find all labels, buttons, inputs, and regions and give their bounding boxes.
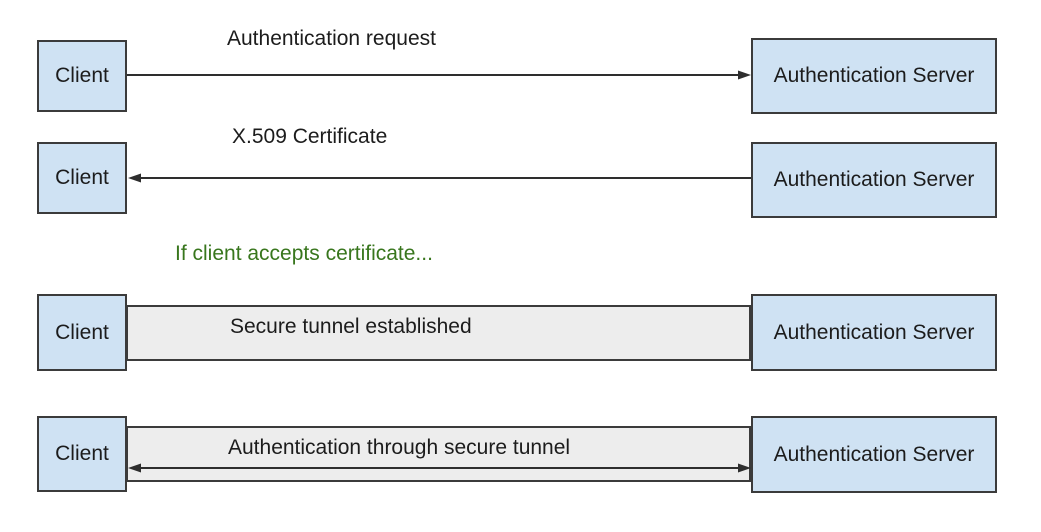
secure-tunnel-band: [126, 305, 751, 361]
server-node-row2: Authentication Server: [751, 142, 997, 218]
bidirectional-arrow: [128, 463, 751, 473]
server-node-row3: Authentication Server: [751, 294, 997, 371]
secure-tunnel-label: Secure tunnel established: [230, 315, 472, 338]
auth-tunnel-band: [126, 426, 751, 482]
auth-through-tunnel-label: Authentication through secure tunnel: [228, 436, 571, 459]
condition-note: If client accepts certificate...: [175, 242, 433, 265]
server-node-row1: Authentication Server: [751, 38, 997, 114]
auth-request-label: Authentication request: [227, 27, 436, 50]
certificate-arrow: [128, 173, 753, 183]
client-node-row3: Client: [37, 294, 127, 371]
client-node-row2: Client: [37, 142, 127, 214]
auth-request-arrow: [126, 70, 751, 80]
client-node-row1: Client: [37, 40, 127, 112]
certificate-label: X.509 Certificate: [232, 125, 388, 148]
server-node-row4: Authentication Server: [751, 416, 997, 493]
client-node-row4: Client: [37, 416, 127, 492]
